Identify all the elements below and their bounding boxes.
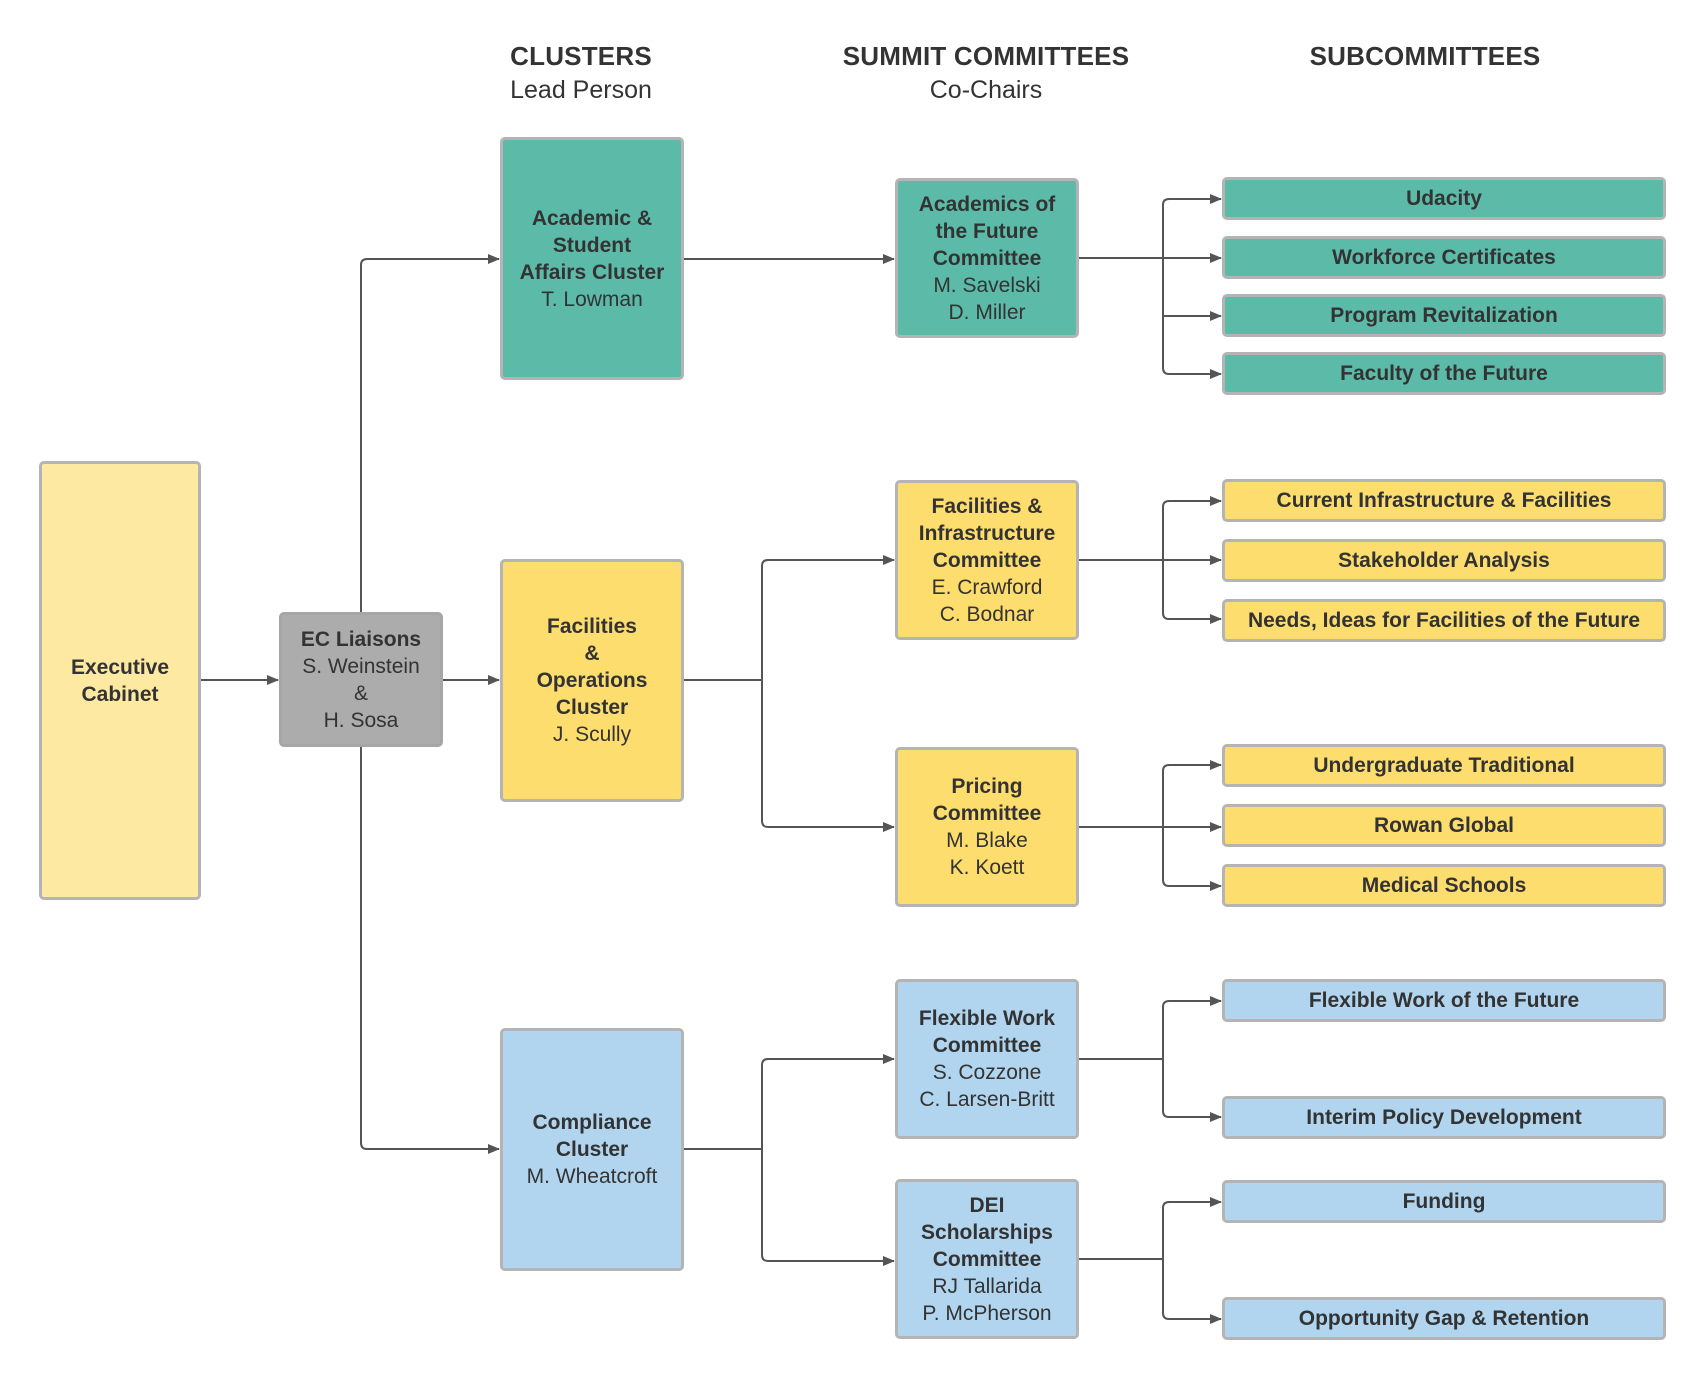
cluster-academic-label-1: Academic &	[531, 206, 653, 230]
committee-dei-label-3: Committee	[932, 1247, 1042, 1271]
header-clusters-title: CLUSTERS	[510, 41, 652, 71]
connector-liaisons-academic	[360, 254, 500, 613]
cluster-academic-box: Academic & Student Affairs Cluster T. Lo…	[500, 137, 684, 380]
subcommittee-opportunity-gap: Opportunity Gap & Retention	[1222, 1297, 1666, 1340]
header-clusters: CLUSTERS Lead Person	[421, 41, 741, 105]
subcommittee-stakeholder-analysis: Stakeholder Analysis	[1222, 539, 1666, 582]
committee-dei-label-2: Scholarships	[921, 1220, 1053, 1244]
connector-sub-infrastructure	[1078, 496, 1222, 561]
committee-dei-box: DEI Scholarships Committee RJ Tallarida …	[895, 1179, 1079, 1339]
ec-liaisons-box: EC Liaisons S. Weinstein & H. Sosa	[279, 612, 443, 747]
subcommittee-funding: Funding	[1222, 1180, 1666, 1223]
connector-sub-undergrad	[1078, 760, 1222, 828]
connector-sub-udacity	[1078, 194, 1222, 259]
committee-flexible-chair-2: C. Larsen-Britt	[919, 1088, 1055, 1111]
connector-facilities-committee	[761, 555, 895, 680]
committee-dei-chair-1: RJ Tallarida	[932, 1274, 1042, 1298]
committee-dei-chair-2: P. McPherson	[922, 1301, 1052, 1325]
subcommittee-interim-policy: Interim Policy Development	[1222, 1096, 1666, 1139]
subcommittee-faculty-of-the-future: Faculty of the Future	[1222, 352, 1666, 395]
subcommittee-udacity: Udacity	[1222, 177, 1666, 220]
committee-facilities-label-1: Facilities &	[931, 494, 1043, 518]
cluster-facilities-label-1: Facilities	[547, 615, 637, 638]
header-subcommittees-title: SUBCOMMITTEES	[1309, 41, 1541, 71]
connector-sub-interim	[1162, 1059, 1222, 1122]
committee-facilities-label-3: Committee	[932, 548, 1042, 572]
cluster-compliance-box: Compliance Cluster M. Wheatcroft	[500, 1028, 684, 1271]
committee-academics-box: Academics of the Future Committee M. Sav…	[895, 178, 1079, 338]
cluster-academic-lead: T. Lowman	[541, 287, 643, 311]
ec-liaisons-title: EC Liaisons	[300, 627, 422, 651]
committee-facilities-chair-1: E. Crawford	[931, 575, 1043, 599]
ec-liaison-ampersand: &	[353, 681, 368, 705]
committee-pricing-chair-1: M. Blake	[946, 829, 1028, 852]
committee-academics-chair-1: M. Savelski	[933, 273, 1041, 297]
subcommittee-current-infrastructure: Current Infrastructure & Facilities	[1222, 479, 1666, 522]
ec-liaison-name-1: S. Weinstein	[302, 654, 420, 678]
cluster-academic-label-2: Student	[552, 233, 632, 257]
subcommittee-needs-ideas: Needs, Ideas for Facilities of the Futur…	[1222, 599, 1666, 642]
committee-flexible-label-2: Committee	[932, 1034, 1042, 1057]
connector-sub-needs	[1162, 560, 1222, 624]
connector-sub-program	[1162, 258, 1222, 321]
subcommittee-medical-schools: Medical Schools	[1222, 864, 1666, 907]
committee-pricing-chair-2: K. Koett	[949, 856, 1025, 879]
subcommittee-flexible-work: Flexible Work of the Future	[1222, 979, 1666, 1022]
committee-pricing-label-2: Committee	[932, 802, 1042, 825]
connector-dei-committee	[761, 1149, 895, 1266]
committee-academics-label-3: Committee	[932, 246, 1042, 270]
cluster-facilities-lead: J. Scully	[552, 723, 632, 746]
committee-academics-label-2: the Future	[935, 219, 1039, 243]
header-summit-subtitle: Co-Chairs	[929, 76, 1043, 104]
subcommittee-workforce-certificates: Workforce Certificates	[1222, 236, 1666, 279]
committee-flexible-label-1: Flexible Work	[918, 1007, 1056, 1030]
cluster-facilities-label-2: &	[584, 642, 600, 665]
cluster-facilities-box: Facilities & Operations Cluster J. Scull…	[500, 559, 684, 802]
committee-facilities-box: Facilities & Infrastructure Committee E.…	[895, 480, 1079, 640]
executive-cabinet-label-2: Cabinet	[81, 682, 159, 706]
connector-sub-faculty	[1162, 316, 1222, 379]
executive-cabinet-box: Executive Cabinet	[39, 461, 201, 900]
connector-pricing-committee	[761, 680, 895, 832]
header-subcommittees: SUBCOMMITTEES	[1265, 41, 1585, 72]
cluster-facilities-label-4: Cluster	[555, 696, 629, 719]
cluster-facilities-label-3: Operations	[536, 669, 648, 692]
subcommittee-rowan-global: Rowan Global	[1222, 804, 1666, 847]
subcommittee-program-revitalization: Program Revitalization	[1222, 294, 1666, 337]
committee-facilities-chair-2: C. Bodnar	[939, 602, 1035, 626]
committee-dei-label-1: DEI	[969, 1193, 1005, 1217]
cluster-compliance-lead: M. Wheatcroft	[526, 1165, 658, 1188]
cluster-compliance-label-2: Cluster	[555, 1138, 629, 1161]
connector-liaisons-compliance	[360, 747, 500, 1154]
executive-cabinet-label-1: Executive	[70, 655, 170, 679]
connector-sub-funding	[1078, 1197, 1222, 1260]
cluster-compliance-label-1: Compliance	[532, 1111, 652, 1134]
cluster-academic-label-3: Affairs Cluster	[519, 260, 665, 284]
committee-academics-label-1: Academics of	[918, 192, 1056, 216]
committee-facilities-label-2: Infrastructure	[918, 521, 1056, 545]
committee-pricing-box: Pricing Committee M. Blake K. Koett	[895, 747, 1079, 907]
connector-sub-flexible	[1078, 996, 1222, 1060]
committee-flexible-chair-1: S. Cozzone	[932, 1061, 1042, 1084]
ec-liaison-name-2: H. Sosa	[323, 708, 399, 732]
header-summit: SUMMIT COMMITTEES Co-Chairs	[826, 41, 1146, 105]
subcommittee-undergraduate-traditional: Undergraduate Traditional	[1222, 744, 1666, 787]
committee-academics-chair-2: D. Miller	[948, 300, 1026, 324]
connector-flexible-committee	[761, 1054, 895, 1149]
committee-flexible-box: Flexible Work Committee S. Cozzone C. La…	[895, 979, 1079, 1139]
committee-pricing-label-1: Pricing	[951, 775, 1023, 798]
connector-sub-medical	[1162, 827, 1222, 891]
header-clusters-subtitle: Lead Person	[510, 76, 652, 104]
header-summit-title: SUMMIT COMMITTEES	[842, 41, 1130, 71]
connector-sub-opportunity	[1162, 1259, 1222, 1324]
